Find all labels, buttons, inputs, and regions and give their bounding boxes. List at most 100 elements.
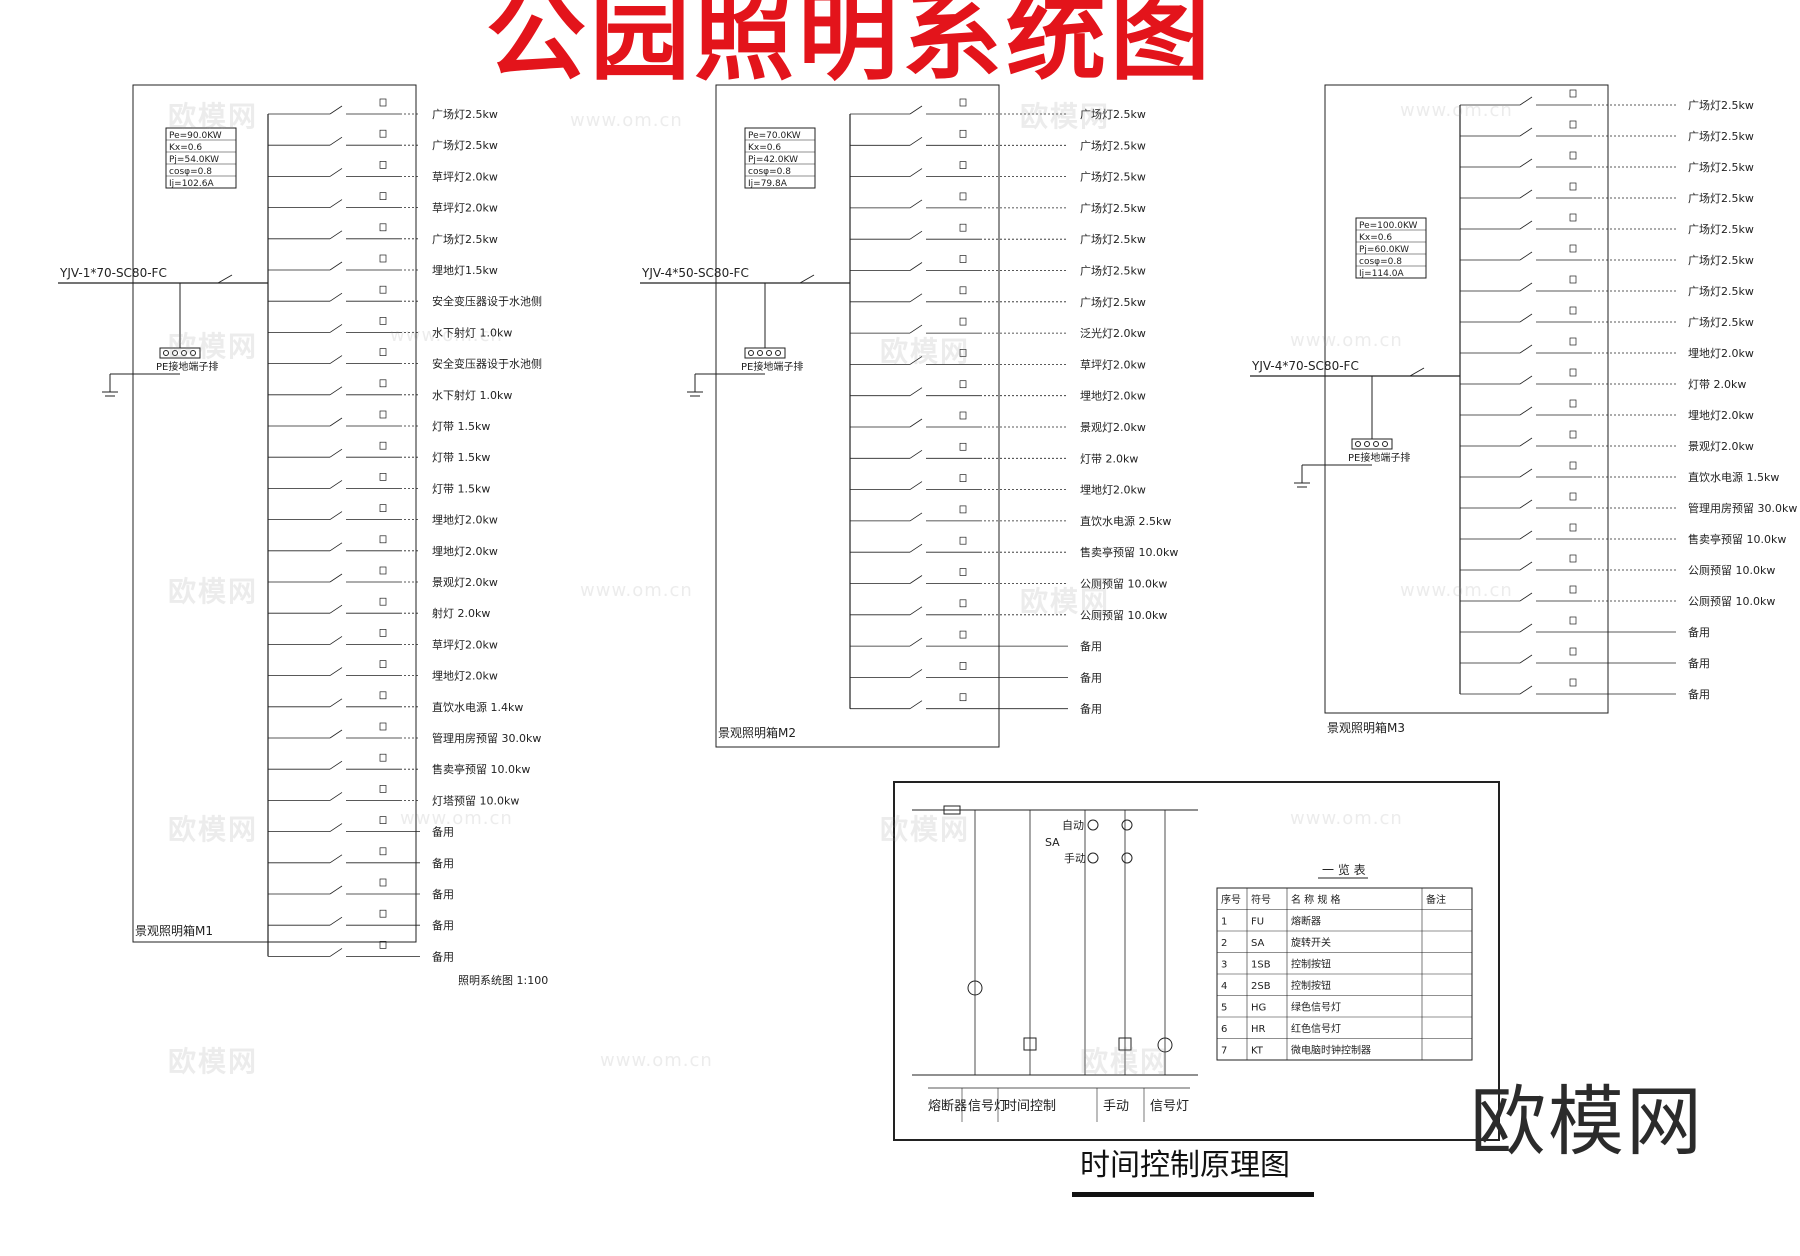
table-cell: 绿色信号灯 — [1291, 1001, 1341, 1014]
contactor-coil — [959, 255, 967, 263]
load-label: 广场灯2.5kw — [1688, 222, 1754, 236]
contactor-coil — [1569, 430, 1577, 439]
branch-circuit: 广场灯2.5kw — [268, 129, 498, 152]
contactor-coil — [959, 693, 967, 702]
branch-circuit: 埋地灯2.0kw — [1460, 337, 1754, 360]
caption-underline — [1072, 1192, 1314, 1197]
branch-circuit: 公厕预留 10.0kw — [1460, 585, 1775, 608]
branch-circuit: 灯带 1.5kw — [268, 410, 490, 433]
contactor-coil — [379, 816, 387, 824]
contactor-coil — [1569, 523, 1577, 532]
load-label: 广场灯2.5kw — [1688, 315, 1754, 329]
terminal-point — [1382, 441, 1388, 447]
panel-name-label: 景观照明箱M3 — [1327, 720, 1405, 735]
branch-circuit: 广场灯2.5kw — [1460, 120, 1754, 143]
table-header-cell: 符号 — [1251, 893, 1271, 906]
contactor-coil — [379, 254, 387, 263]
watermark-brand: 欧模网 — [168, 813, 259, 846]
branch-circuit: 埋地灯1.5kw — [268, 254, 498, 277]
contactor-coil — [1569, 616, 1577, 625]
red-lamp-symbol — [1157, 1037, 1173, 1053]
branch-circuit: 埋地灯2.0kw — [1460, 399, 1754, 422]
branch-circuit: 广场灯2.5kw — [1460, 275, 1754, 298]
panel-param: Pj=42.0KW — [748, 155, 798, 165]
branch-circuit: 公厕预留 10.0kw — [1460, 554, 1775, 577]
breaker-symbol — [909, 136, 923, 146]
watermark-brand: 欧模网 — [168, 575, 259, 608]
pe-terminal-block — [744, 347, 786, 359]
green-lamp-symbol — [967, 980, 983, 996]
breaker-symbol — [1519, 189, 1533, 199]
contactor-coil — [1569, 647, 1577, 656]
surge-protection-group: PE接地端子排 — [687, 283, 803, 397]
branch-circuit: 广场灯2.5kw — [268, 223, 498, 246]
table-title: 一 览 表 — [1322, 862, 1366, 877]
load-label: 广场灯2.5kw — [1688, 160, 1754, 174]
main-breaker-symbol — [799, 274, 815, 284]
panel-border — [132, 84, 417, 943]
watermark-url: www.om.cn — [400, 808, 513, 829]
pe-terminal-label: PE接地端子排 — [1348, 451, 1410, 464]
selector-contact — [1087, 819, 1099, 831]
contactor-coil — [959, 599, 967, 608]
contactor-coil — [379, 566, 387, 575]
panel-name-label: 景观照明箱M1 — [135, 923, 213, 938]
breaker-symbol — [329, 885, 343, 895]
branch-circuit: 埋地灯2.0kw — [268, 535, 498, 558]
panel-param: Kx=0.6 — [748, 143, 781, 153]
panel-param: cosφ=0.8 — [748, 167, 791, 177]
load-label: 广场灯2.5kw — [432, 232, 498, 246]
main-breaker-symbol — [1409, 367, 1425, 377]
contactor-coil — [959, 349, 967, 357]
branch-circuit: 草坪灯2.0kw — [268, 192, 498, 215]
breaker-symbol — [1519, 96, 1533, 106]
spare-circuit: 备用 — [1460, 678, 1710, 701]
panel-name-label: 景观照明箱M2 — [718, 725, 796, 740]
spare-label: 备用 — [1688, 687, 1710, 701]
schematic-section-label: 熔断器 — [928, 1099, 967, 1114]
table-cell: 1 — [1221, 917, 1227, 928]
breaker-symbol — [329, 792, 343, 801]
table-cell: HG — [1251, 1003, 1266, 1014]
branch-circuit: 售卖亭预留 10.0kw — [268, 753, 530, 776]
params-box — [1355, 217, 1427, 279]
spare-circuit: 备用 — [850, 693, 1102, 716]
watermark-brand: 欧模网 — [880, 335, 971, 368]
breaker-symbol — [329, 698, 343, 708]
selector-switch-label: SA — [1045, 836, 1060, 849]
contactor-coil — [959, 317, 967, 326]
breaker-symbol — [329, 199, 343, 208]
watermark-brand: 欧模网 — [1020, 100, 1111, 133]
terminal-point — [757, 350, 763, 356]
load-label: 公厕预留 10.0kw — [1688, 564, 1775, 577]
breaker-symbol — [909, 105, 923, 115]
schematic-section-label: 时间控制 — [1004, 1099, 1056, 1114]
table-cell: KT — [1251, 1046, 1264, 1057]
branch-circuit: 草坪灯2.0kw — [850, 349, 1146, 371]
load-label: 广场灯2.5kw — [1688, 98, 1754, 112]
watermark-brand: 欧模网 — [168, 1045, 259, 1078]
branch-circuit: 射灯 2.0kw — [268, 597, 490, 620]
contactor-coil — [379, 722, 387, 731]
contactor-coil — [379, 98, 387, 107]
breaker-symbol — [329, 230, 343, 240]
breaker-symbol — [909, 543, 923, 553]
load-label: 广场灯2.5kw — [1688, 284, 1754, 298]
panel-param: Ij=102.6A — [169, 179, 214, 189]
breaker-symbol — [909, 637, 923, 647]
branch-circuit: 景观灯2.0kw — [268, 566, 498, 589]
contactor-coil — [379, 441, 387, 450]
table-cell: 2 — [1221, 938, 1227, 949]
breaker-symbol — [909, 262, 923, 271]
spare-circuit: 备用 — [1460, 616, 1710, 639]
contactor-coil — [379, 504, 387, 512]
surge-protection-group: PE接地端子排 — [1294, 376, 1410, 488]
scale-note: 照明系统图 1:100 — [458, 974, 549, 987]
feeder-cable-label: YJV-4*70-SC80-FC — [1251, 359, 1359, 373]
breaker-symbol — [909, 700, 923, 710]
breaker-symbol — [1519, 220, 1533, 230]
contactor-coil — [379, 535, 387, 544]
load-label: 广场灯2.5kw — [1080, 295, 1146, 309]
breaker-symbol — [329, 168, 343, 177]
spare-label: 备用 — [432, 918, 454, 932]
